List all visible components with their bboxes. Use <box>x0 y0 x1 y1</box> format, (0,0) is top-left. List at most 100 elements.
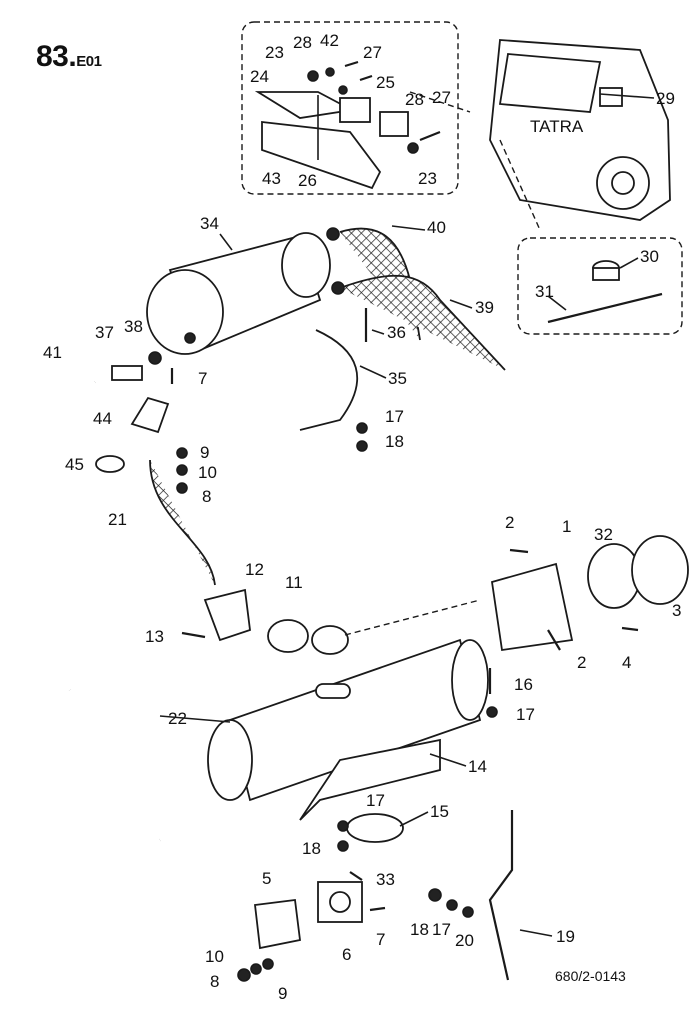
callout-29: 29 <box>656 89 675 108</box>
leader-14 <box>429 753 467 767</box>
callout-27a: 27 <box>363 43 382 62</box>
callout-33: 33 <box>376 870 395 889</box>
inset-mounting-detail <box>241 21 471 195</box>
leader-39 <box>449 299 473 309</box>
elbow-12 <box>203 588 251 642</box>
leader-lines <box>159 93 655 937</box>
sleeve <box>311 625 349 655</box>
callout-36: 36 <box>387 323 406 342</box>
cap-30-body <box>592 267 620 281</box>
bolt-2-top <box>509 548 529 554</box>
mirror <box>599 87 623 107</box>
truck-badge: TATRA <box>530 117 584 136</box>
hose-39 <box>339 274 506 371</box>
nut-42 <box>338 85 348 95</box>
leader-31 <box>547 295 567 311</box>
washer-17-right <box>486 706 498 718</box>
hose-fitting-39 <box>331 281 345 295</box>
callout-labels: 1 2 2 3 4 5 6 7 7 8 8 9 9 10 10 11 12 13… <box>43 31 681 1003</box>
callout-10b: 10 <box>205 947 224 966</box>
callout-21: 21 <box>108 510 127 529</box>
callout-24: 24 <box>250 67 269 86</box>
leader-40 <box>391 225 426 231</box>
washer-9-bottom <box>262 958 274 970</box>
callout-7a: 7 <box>198 369 207 388</box>
callout-6: 6 <box>342 945 351 964</box>
silencer-22 <box>207 638 489 802</box>
leader-19 <box>519 929 553 937</box>
nut-28 <box>325 67 335 77</box>
pipe-41 <box>27 377 97 692</box>
silencer-rear-end <box>451 639 489 721</box>
callout-17d: 17 <box>432 920 451 939</box>
callout-23b: 23 <box>418 169 437 188</box>
washer-17-rod <box>446 899 458 911</box>
bolt-27c <box>419 130 441 142</box>
nut-8-bottom <box>237 968 251 982</box>
tank-end-cap <box>146 269 224 355</box>
silencer-slot <box>315 683 351 699</box>
callout-42: 42 <box>320 31 339 50</box>
callout-38: 38 <box>124 317 143 336</box>
callout-34: 34 <box>200 214 219 233</box>
wheel-hub <box>611 171 635 195</box>
support-plate-43 <box>261 120 382 190</box>
callout-13: 13 <box>145 627 164 646</box>
truck-cab-illustration: TATRA <box>489 39 671 231</box>
callout-43: 43 <box>262 169 281 188</box>
exhaust-pipe <box>156 823 270 950</box>
callout-37: 37 <box>95 323 114 342</box>
leader-29 <box>599 93 655 99</box>
leader-22 <box>159 715 231 723</box>
callout-3: 3 <box>672 601 681 620</box>
nut-18-bracket <box>337 840 349 852</box>
callout-27b: 27 <box>432 88 451 107</box>
leader-sleeve-to-housing <box>344 599 481 636</box>
callout-2a: 2 <box>505 513 514 532</box>
air-tank-34 <box>146 232 331 355</box>
drawing-code: 680/2-0143 <box>555 968 626 984</box>
bolt-33 <box>349 871 363 881</box>
silencer-front-end <box>207 719 253 801</box>
callout-12: 12 <box>245 560 264 579</box>
callout-2b: 2 <box>577 653 586 672</box>
page-number: 83.E01 <box>36 40 102 73</box>
washer-17-tank <box>356 422 368 434</box>
callout-41: 41 <box>43 343 62 362</box>
rod-19 <box>488 810 514 981</box>
leader-inset-to-truck <box>409 91 471 113</box>
callout-10a: 10 <box>198 463 217 482</box>
windshield <box>498 53 602 113</box>
callout-9b: 9 <box>278 984 287 1003</box>
callout-1: 1 <box>562 517 571 536</box>
leader-35 <box>359 365 387 379</box>
callout-16: 16 <box>514 675 533 694</box>
washer-23 <box>307 70 319 82</box>
section-code: E01 <box>76 53 102 70</box>
bolt-7-bottom <box>369 906 386 912</box>
callout-4: 4 <box>622 653 631 672</box>
flex-hose-21 <box>149 459 216 586</box>
callout-15: 15 <box>430 802 449 821</box>
callout-9a: 9 <box>200 443 209 462</box>
callout-17a: 17 <box>385 407 404 426</box>
nut-8-top <box>176 482 188 494</box>
bolt-2-bottom <box>547 629 561 651</box>
leader-36 <box>371 329 385 335</box>
flange-6-bore <box>329 891 351 913</box>
callout-26: 26 <box>298 171 317 190</box>
callout-17c: 17 <box>366 791 385 810</box>
callout-18a: 18 <box>385 432 404 451</box>
tank-port <box>184 332 196 344</box>
bolt-4 <box>621 626 639 632</box>
leader-cab-to-inset <box>499 139 541 231</box>
washer-10-top <box>176 464 188 476</box>
callout-28a: 28 <box>293 33 312 52</box>
callout-11: 11 <box>285 573 303 592</box>
callout-20: 20 <box>455 931 474 950</box>
callout-18b: 18 <box>302 839 321 858</box>
washer-23b <box>407 142 419 154</box>
washer-9-top <box>176 447 188 459</box>
callout-35: 35 <box>388 369 407 388</box>
